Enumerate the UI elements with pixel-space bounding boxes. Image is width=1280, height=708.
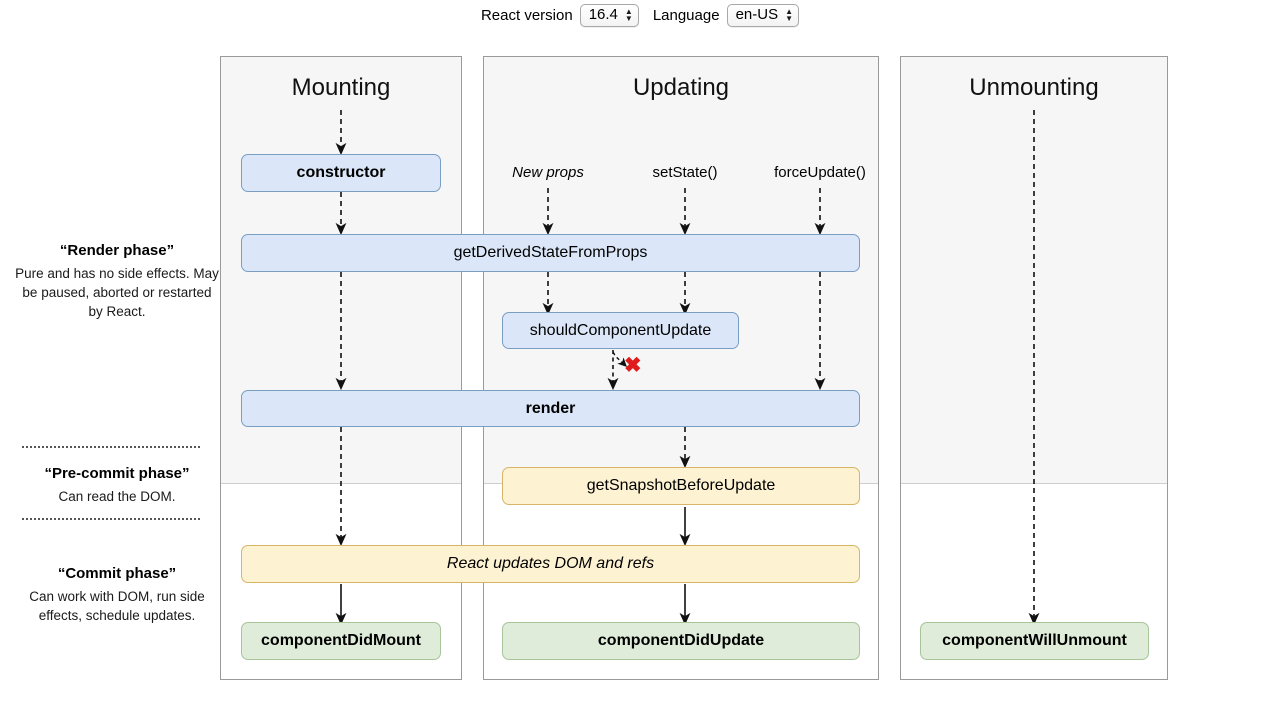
toolbar: React version 16.4 ▲▼ Language en-US ▲▼	[0, 0, 1280, 30]
node-component-will-unmount[interactable]: componentWillUnmount	[920, 622, 1149, 660]
node-get-derived-state-from-props[interactable]: getDerivedStateFromProps	[241, 234, 860, 272]
column-unmounting: Unmounting	[900, 56, 1168, 680]
column-updating-title: Updating	[632, 74, 730, 101]
language-control: Language en-US ▲▼	[652, 3, 800, 27]
node-get-snapshot-before-update[interactable]: getSnapshotBeforeUpdate	[502, 467, 860, 505]
phase-divider-top	[22, 446, 200, 448]
react-version-control: React version 16.4 ▲▼	[480, 3, 639, 27]
language-value: en-US	[735, 6, 779, 23]
react-version-select[interactable]: 16.4 ▲▼	[579, 3, 639, 27]
react-version-label: React version	[480, 6, 573, 24]
language-label: Language	[652, 6, 720, 24]
phase-pre-commit-title: “Pre-commit phase”	[44, 465, 190, 482]
column-mounting: Mounting	[220, 56, 462, 680]
skip-render-x-icon: ✖	[624, 354, 642, 377]
phase-render-title: “Render phase”	[59, 242, 175, 259]
column-unmounting-title: Unmounting	[969, 74, 1099, 101]
phase-commit: “Commit phase” Can work with DOM, run si…	[14, 565, 220, 625]
render-phase-band	[901, 57, 1167, 484]
phase-render: “Render phase” Pure and has no side effe…	[14, 242, 220, 321]
phase-divider-bottom	[22, 518, 200, 520]
phase-pre-commit: “Pre-commit phase” Can read the DOM.	[14, 465, 220, 506]
stepper-arrows-icon: ▲▼	[785, 6, 794, 23]
column-mounting-title: Mounting	[291, 74, 391, 101]
phase-pre-commit-description: Can read the DOM.	[58, 489, 176, 504]
phase-render-description: Pure and has no side effects. May be pau…	[15, 266, 219, 319]
phase-commit-title: “Commit phase”	[57, 565, 177, 582]
node-component-did-mount[interactable]: componentDidMount	[241, 622, 441, 660]
node-should-component-update[interactable]: shouldComponentUpdate	[502, 312, 739, 349]
stepper-arrows-icon: ▲▼	[624, 6, 633, 23]
trigger-new-props: New props	[512, 164, 584, 181]
react-version-value: 16.4	[588, 6, 618, 23]
node-render[interactable]: render	[241, 390, 860, 427]
node-component-did-update[interactable]: componentDidUpdate	[502, 622, 860, 660]
language-select[interactable]: en-US ▲▼	[726, 3, 800, 27]
node-react-updates-dom-and-refs: React updates DOM and refs	[241, 545, 860, 583]
phase-commit-description: Can work with DOM, run side effects, sch…	[29, 589, 205, 623]
column-updating: Updating	[483, 56, 879, 680]
trigger-force-update: forceUpdate()	[774, 164, 866, 181]
node-constructor[interactable]: constructor	[241, 154, 441, 192]
trigger-set-state: setState()	[652, 164, 718, 181]
